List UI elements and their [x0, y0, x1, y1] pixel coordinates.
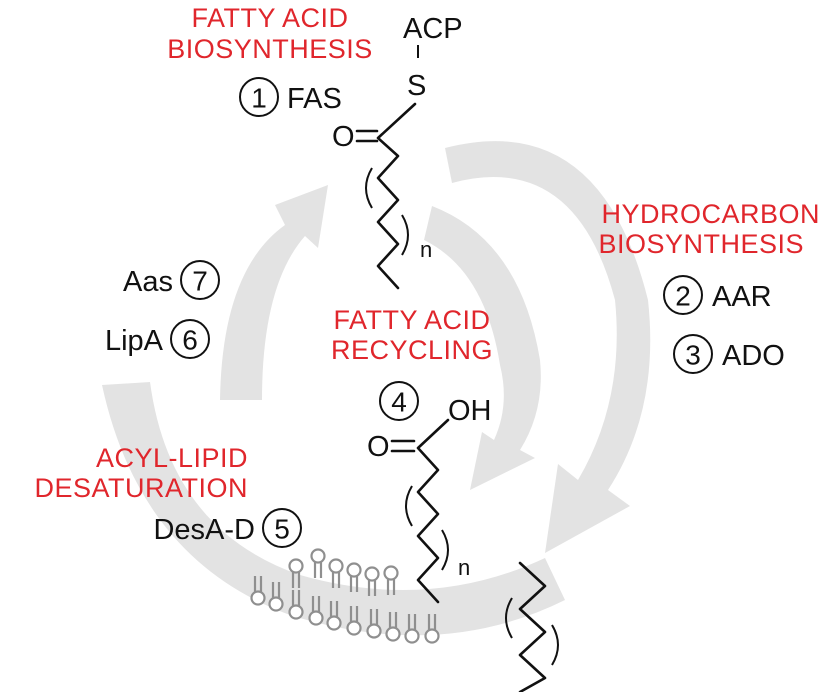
fatty-acid-structure: OH O n	[367, 395, 492, 604]
lipid-head-lower-9	[424, 628, 440, 644]
acyl-acp-structure: ACP S O n	[332, 13, 463, 290]
enzyme-number-6: 6	[182, 325, 198, 356]
lipid-head-lower-6	[366, 623, 382, 639]
lipid-head-lower-4	[326, 615, 342, 631]
enzyme-number-circle-1	[239, 77, 279, 117]
acyl-lipid-desaturation-title-line1: ACYL-LIPID	[96, 443, 248, 473]
sulfur-atom-label: S	[407, 70, 426, 102]
oxygen-atom-label-2: O	[367, 431, 390, 463]
lipid-head-upper-2	[346, 562, 362, 578]
enzyme-number-1: 1	[251, 83, 267, 114]
enzyme-name-ado: ADO	[722, 340, 785, 372]
lipid-head-lower-2	[288, 604, 304, 620]
enzyme-name-desa-d: DesA-D	[153, 514, 255, 546]
alkane-structure	[505, 561, 559, 692]
lipid-head-upper-1	[328, 558, 344, 574]
desaturation-arrow-icon	[102, 382, 565, 636]
lipid-head-lower-7	[385, 626, 401, 642]
acp-atom-label: ACP	[403, 13, 463, 45]
enzyme-number-circle-7	[180, 260, 220, 300]
hydrocarbon-arrow-icon	[445, 141, 651, 553]
fatty-acid-biosynthesis-title-line1: FATTY ACID	[191, 3, 348, 33]
enzyme-name-aar: AAR	[712, 281, 772, 313]
enzyme-number-circle-2	[663, 275, 703, 315]
acyl-lipid-desaturation-title-line2: DESATURATION	[34, 473, 248, 503]
hydroxyl-label: OH	[448, 395, 492, 427]
lipid-head-lower-5	[346, 620, 362, 636]
enzyme-number-5: 5	[274, 514, 290, 545]
enzyme-number-circle-5	[262, 508, 302, 548]
recycling-arrow-right-icon	[424, 206, 541, 490]
enzyme-number-4: 4	[391, 387, 407, 418]
fatty-acid-biosynthesis-title-line2: BIOSYNTHESIS	[167, 34, 373, 64]
enzyme-number-2: 2	[675, 281, 691, 312]
enzyme-number-circle-4	[379, 381, 419, 421]
fatty-acid-recycling-title-line2: RECYCLING	[331, 335, 493, 365]
lipid-head-upper-5	[288, 558, 304, 574]
hydrocarbon-biosynthesis-title-line2: BIOSYNTHESIS	[598, 229, 804, 259]
lipid-head-lower-3	[308, 610, 324, 626]
fatty-acid-recycling-title-line1: FATTY ACID	[333, 305, 490, 335]
lipid-head-upper-0	[310, 548, 326, 564]
lipid-bilayer-icon	[250, 548, 440, 644]
enzyme-name-aas: Aas	[123, 266, 173, 298]
enzyme-number-circle-6	[170, 319, 210, 359]
lipid-head-upper-4	[383, 565, 399, 581]
enzyme-name-fas: FAS	[287, 83, 342, 115]
oxygen-atom-label: O	[332, 121, 355, 153]
repeat-n-label-2: n	[458, 555, 470, 580]
enzyme-number-3: 3	[685, 340, 701, 371]
enzyme-number-7: 7	[192, 266, 208, 297]
lipid-head-lower-1	[268, 596, 284, 612]
lipid-head-lower-8	[404, 628, 420, 644]
recycling-arrow-left-icon	[220, 185, 328, 400]
repeat-n-label: n	[420, 237, 432, 262]
enzyme-name-lipa: LipA	[105, 325, 164, 357]
lipid-head-upper-3	[364, 566, 380, 582]
enzyme-number-circle-3	[673, 334, 713, 374]
hydrocarbon-biosynthesis-title-line1: HYDROCARBON	[601, 199, 820, 229]
lipid-head-lower-0	[250, 590, 266, 606]
